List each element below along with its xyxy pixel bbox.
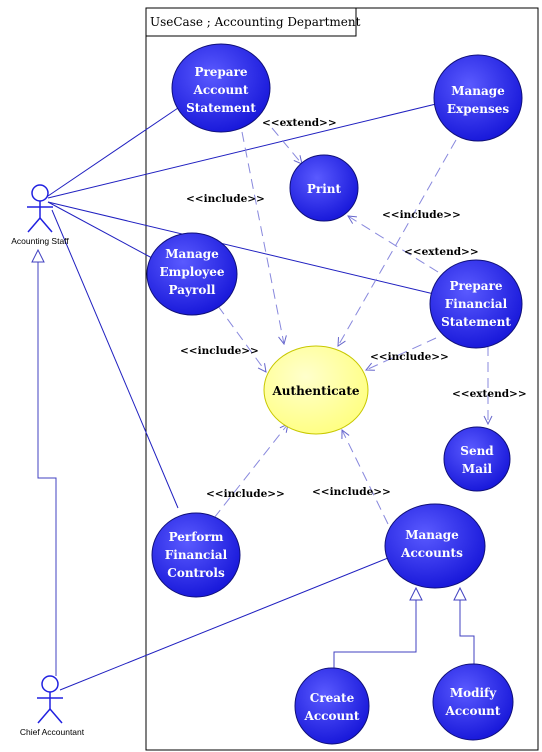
stereo-extend-mail: <<extend>> (452, 388, 527, 400)
usecase-label-line: Manage (165, 247, 219, 261)
assoc-chief-manage-accounts (59, 557, 389, 691)
label-print: Print (307, 182, 342, 196)
actor-accounting-staff[interactable] (27, 184, 53, 233)
actor-chief-accountant[interactable] (37, 675, 63, 724)
assoc-staff-manage-payroll (47, 201, 153, 259)
usecase-create-account[interactable] (294, 667, 370, 745)
usecase-label-line: Prepare (449, 279, 502, 293)
usecase-authenticate[interactable] (263, 345, 369, 435)
dep-pas-auth (241, 131, 284, 344)
dep-pas-print (271, 127, 302, 164)
usecase-label-line: Create (310, 691, 355, 705)
usecase-label-line: Financial (445, 297, 508, 311)
system-title-box (145, 7, 357, 37)
stereo-include-accounts: <<include>> (312, 486, 391, 498)
stereo-include-pfc: <<include>> (206, 488, 285, 500)
usecase-label-line: Authenticate (271, 384, 359, 398)
usecase-label-line: Mail (462, 462, 493, 476)
stereo-include-payroll: <<include>> (180, 345, 259, 357)
dependencies (213, 127, 488, 525)
usecase-label-line: Manage (405, 528, 459, 542)
stereo-include-pfs: <<include>> (370, 351, 449, 363)
usecase-manage-employee-payroll[interactable] (146, 232, 238, 316)
dep-expenses-auth (338, 139, 457, 346)
usecase-label-line: Account (445, 704, 501, 718)
usecase-label-line: Payroll (169, 283, 216, 297)
label-authenticate: Authenticate (271, 384, 359, 398)
usecase-label-line: Manage (451, 84, 505, 98)
actor-chief-accountant-label: Chief Accountant (20, 727, 85, 737)
usecase-label-line: Accounts (400, 546, 463, 560)
usecase-label-line: Prepare (194, 65, 247, 79)
stereo-extend-print-from-pfs: <<extend>> (404, 246, 479, 258)
assoc-staff-perform-financial-controls (51, 209, 179, 509)
usecase-prepare-account-statement[interactable] (171, 43, 271, 133)
usecase-label-line: Financial (165, 548, 228, 562)
generalization-chief-staff (31, 248, 57, 676)
usecase-label-line: Modify (450, 686, 497, 700)
dep-accounts-auth (342, 430, 389, 525)
usecase-prepare-financial-statement[interactable] (429, 259, 523, 349)
usecase-label-line: Statement (186, 101, 256, 115)
system-title: UseCase ; Accounting Department (150, 15, 361, 29)
staff-associations (47, 103, 437, 509)
usecase-label-line: Account (193, 83, 249, 97)
usecase-label-line: Statement (441, 315, 511, 329)
dep-payroll-auth (217, 305, 266, 372)
usecase-print[interactable] (289, 154, 359, 222)
dep-pfs-print (348, 216, 439, 273)
dep-pfs-auth (366, 337, 437, 370)
usecase-modify-account[interactable] (432, 663, 514, 741)
usecase-label-line: Expenses (447, 102, 509, 116)
stereo-include-pas: <<include>> (186, 193, 265, 205)
usecase-perform-financial-controls[interactable] (151, 512, 241, 598)
usecase-manage-expenses[interactable] (433, 54, 523, 142)
stereo-extend-print-from-pas: <<extend>> (262, 117, 337, 129)
assoc-staff-manage-expenses (47, 103, 437, 199)
usecase-label-line: Account (304, 709, 360, 723)
usecase-label-line: Controls (167, 566, 225, 580)
assoc-staff-prepare-financial-statement (47, 201, 435, 295)
actor-accounting-staff-label: Acounting Staff (11, 236, 69, 246)
usecase-manage-accounts[interactable] (384, 503, 486, 589)
generalization-modify-account (453, 586, 475, 666)
dep-pfc-auth (213, 424, 288, 519)
stereo-include-expenses: <<include>> (382, 209, 461, 221)
assoc-staff-prepare-account-statement (47, 107, 179, 197)
usecase-label-line: Employee (159, 265, 224, 279)
usecase-label-line: Print (307, 182, 342, 196)
usecase-label-line: Perform (169, 530, 224, 544)
generalization-create-account (333, 586, 423, 670)
usecase-send-mail[interactable] (443, 426, 511, 492)
usecase-label-line: Send (460, 444, 494, 458)
